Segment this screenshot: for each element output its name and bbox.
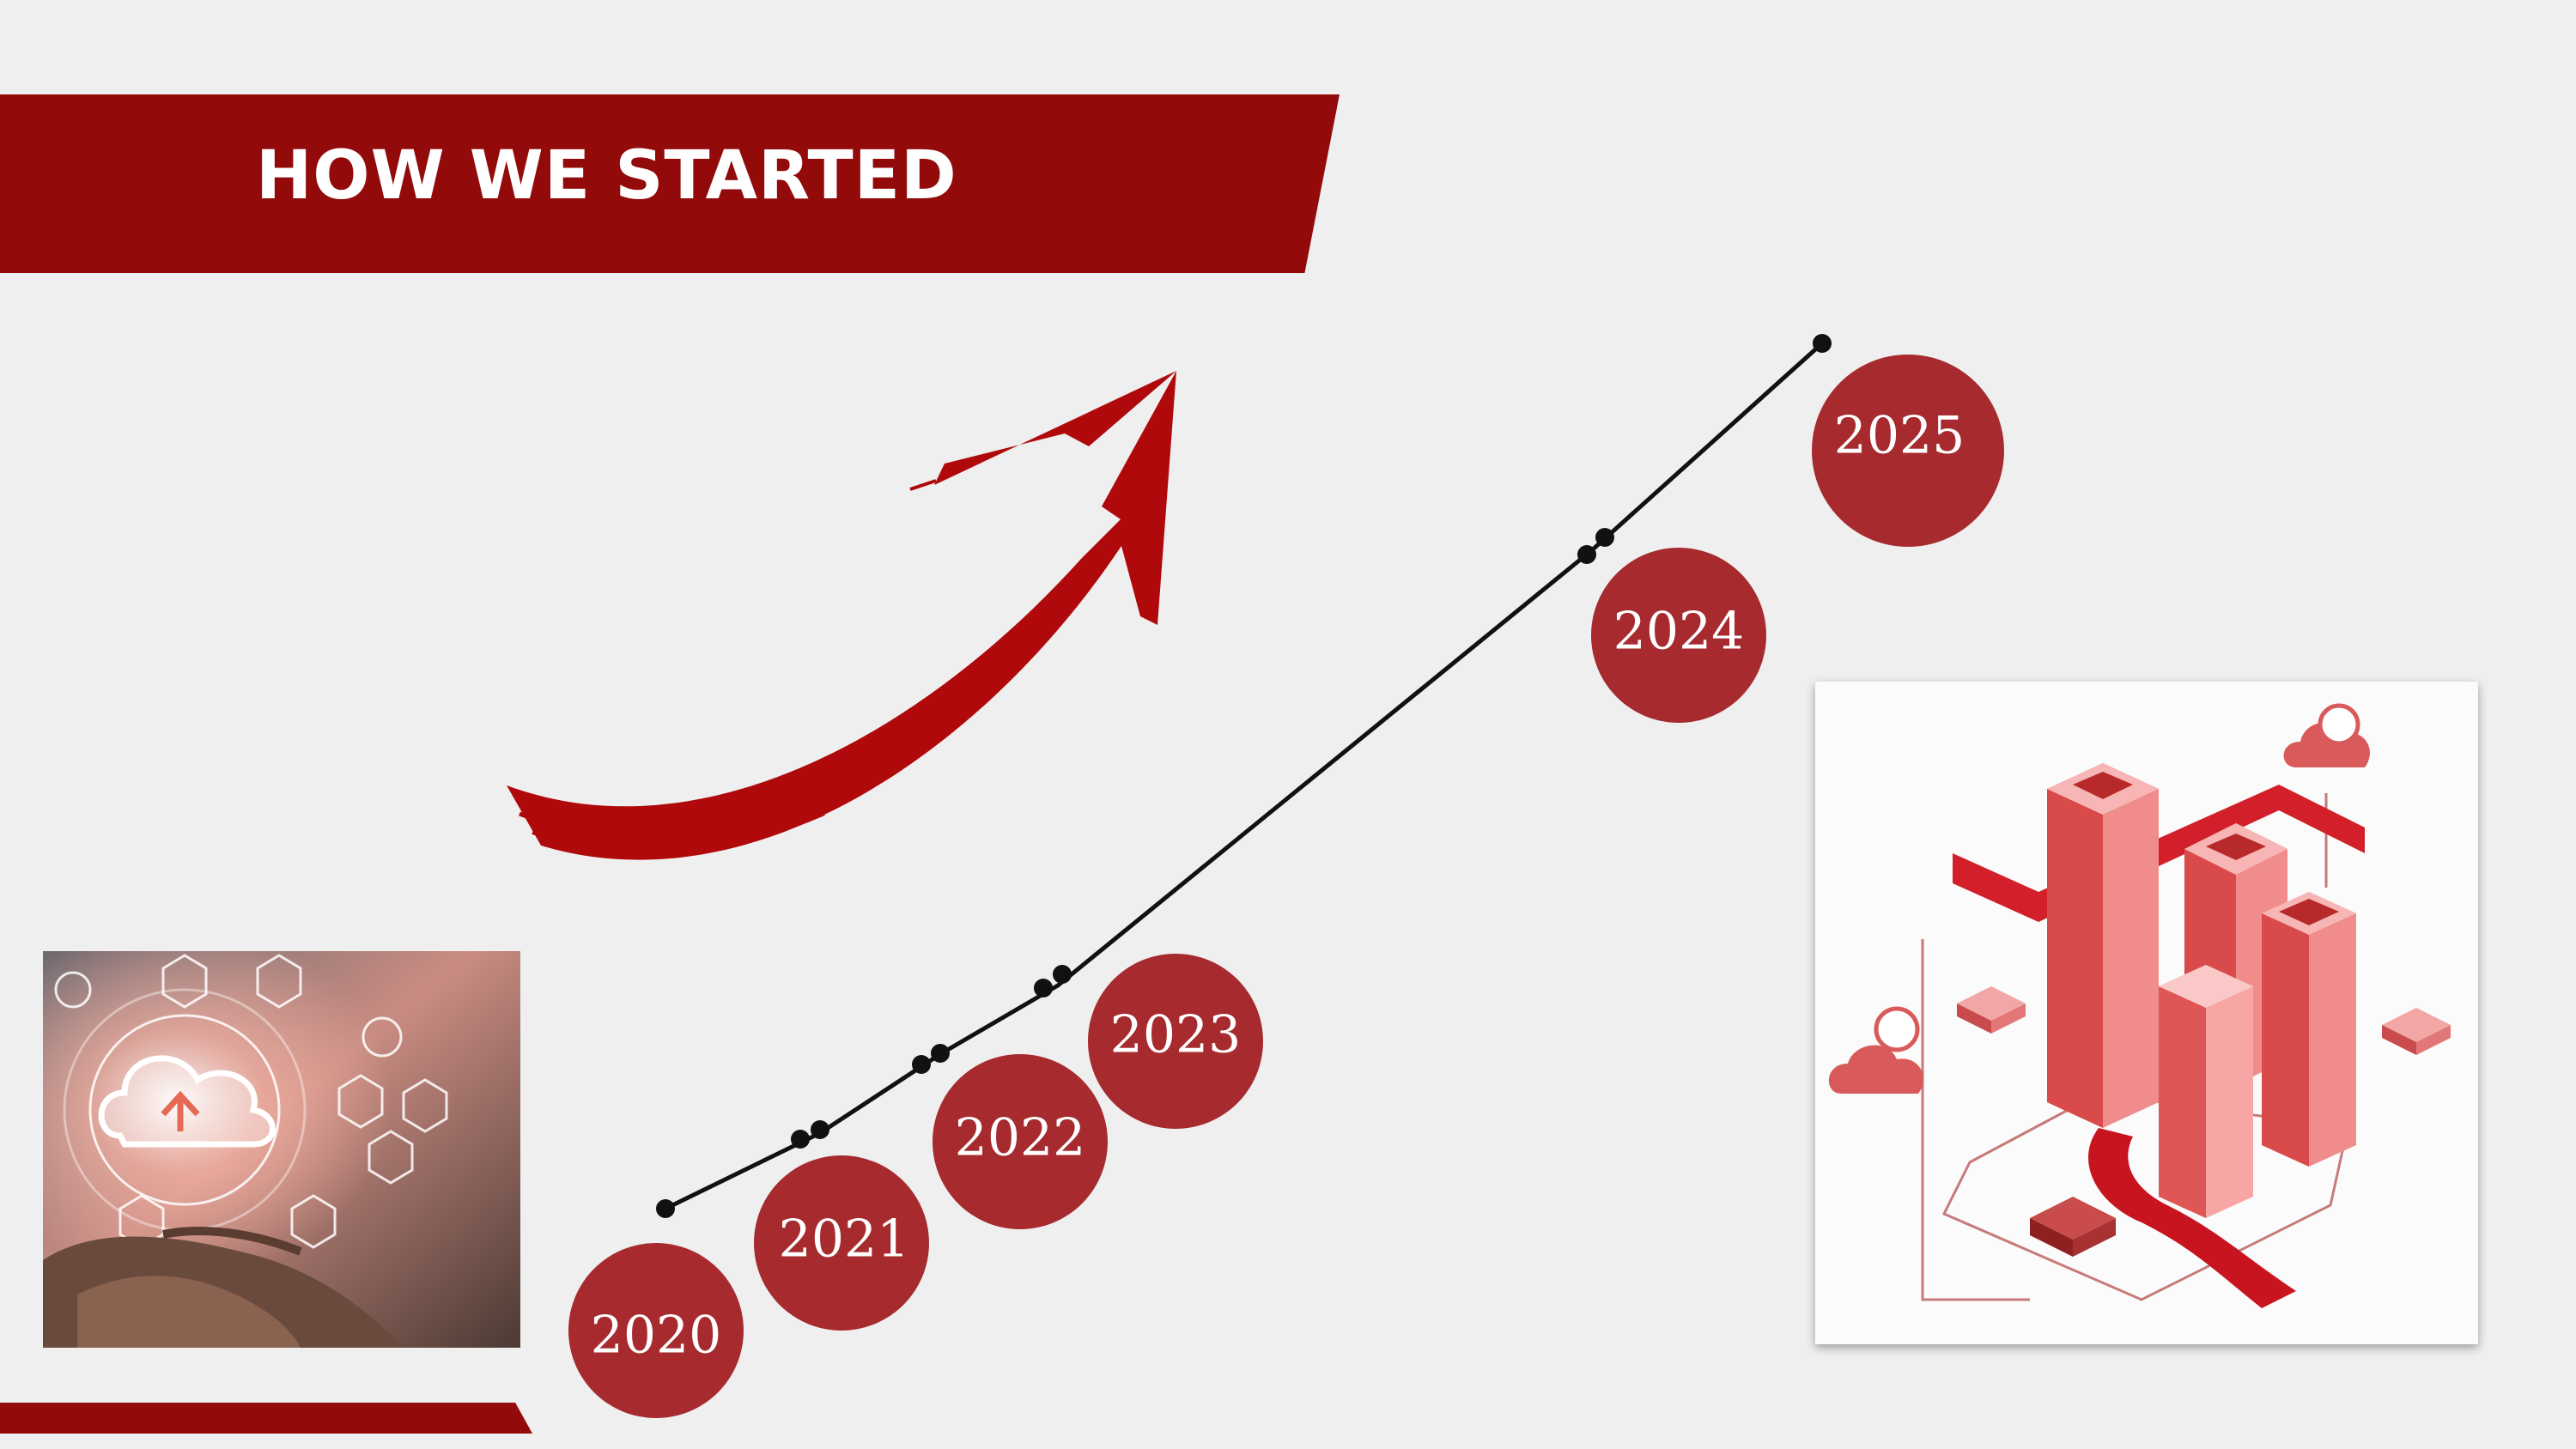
year-circle-2020: 2020	[568, 1243, 744, 1418]
year-label: 2024	[1613, 602, 1745, 662]
page-title: HOW WE STARTED	[256, 137, 957, 215]
growth-arrow-icon	[507, 371, 1176, 860]
timeline-marker	[811, 1120, 829, 1139]
year-circle-2023: 2023	[1088, 954, 1263, 1129]
year-label: 2023	[1110, 1005, 1242, 1065]
timeline-marker	[791, 1130, 810, 1149]
cloud-upload-icon	[98, 1055, 276, 1148]
year-label: 2020	[591, 1306, 722, 1366]
cloud-computing-photo	[43, 951, 520, 1348]
data-center-illustration	[1815, 682, 2478, 1344]
year-label: 2022	[955, 1108, 1086, 1168]
timeline-marker	[1813, 334, 1832, 353]
timeline-marker	[1034, 979, 1053, 997]
idea-cloud-icon	[1828, 1006, 1923, 1094]
year-circle-2022: 2022	[933, 1054, 1108, 1229]
year-label: 2025	[1834, 406, 1965, 466]
timeline-marker	[931, 1044, 950, 1063]
year-circle-2024: 2024	[1591, 548, 1766, 723]
timeline-marker	[656, 1199, 675, 1218]
title-banner	[0, 94, 1340, 273]
timeline-marker	[912, 1055, 931, 1074]
timeline-marker	[1577, 545, 1596, 564]
bottom-accent-strip	[0, 1403, 532, 1434]
timeline-markers	[656, 334, 1832, 1218]
year-circle-2025: 2025	[1812, 355, 2004, 547]
timeline-marker	[1053, 965, 1072, 984]
idea-cloud-icon	[2283, 703, 2370, 767]
timeline-marker	[1595, 528, 1614, 547]
year-circle-2021: 2021	[754, 1155, 929, 1331]
year-label: 2021	[779, 1210, 910, 1270]
